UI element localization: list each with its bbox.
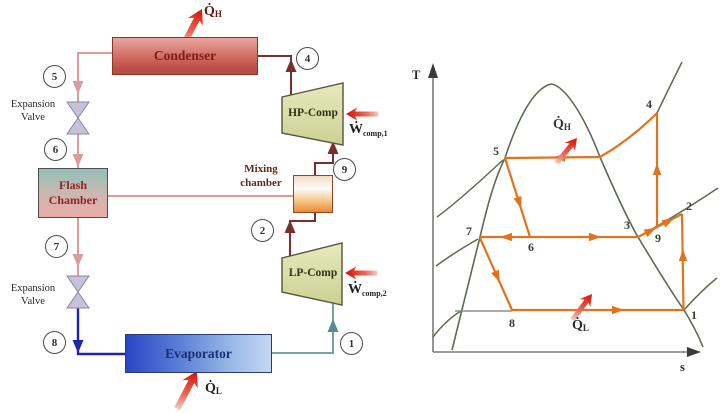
w-comp2-arrow: [345, 266, 378, 280]
mixing-chamber-label-line2: chamber: [240, 177, 282, 189]
ts-x-axis-arrowhead: [687, 347, 701, 357]
flash-chamber-label-line1: Flash: [58, 178, 87, 192]
state-circle-1: 1: [340, 332, 363, 355]
qh-heat-label: Q̇H: [204, 2, 222, 20]
ts-ql-symbol: Q̇: [572, 318, 583, 333]
w-comp1-symbol: Ẇ: [349, 122, 363, 137]
evaporator-box: Evaporator: [125, 334, 272, 373]
w-comp1-arrow: [346, 107, 379, 121]
expansion-valve-lower-label: Expansion Valve: [1, 283, 65, 308]
expansion-valve-upper-symbol: [66, 101, 90, 135]
qh-symbol: Q̇: [204, 4, 215, 19]
ts-point-6: 6: [528, 240, 534, 254]
ts-y-axis-arrowhead: [428, 63, 438, 78]
ql-heat-arrow: [174, 371, 198, 411]
evaporator-label: Evaporator: [165, 345, 232, 361]
hp-compressor-label: HP-Comp: [288, 107, 338, 119]
lp-compressor-body: [281, 242, 343, 306]
ts-point-5: 5: [493, 144, 499, 158]
mixing-chamber-box: [293, 175, 333, 213]
ts-qh-symbol: Q̇: [553, 117, 564, 132]
ts-point-7: 7: [466, 224, 472, 238]
ts-point-2: 2: [686, 199, 692, 213]
pipe-low-liquid-navy: [76, 308, 125, 356]
w-comp1-label: Ẇcomp,1: [349, 120, 388, 138]
ts-point-1: 1: [691, 308, 697, 322]
ts-ql-arrow: [570, 294, 592, 322]
ts-ql-label: Q̇L: [572, 316, 589, 334]
w-comp1-subscript: comp,1: [363, 129, 388, 138]
qh-subscript: H: [214, 9, 222, 19]
ts-point-8: 8: [509, 316, 515, 330]
ql-subscript: L: [215, 386, 222, 396]
ql-symbol: Q̇: [205, 381, 216, 396]
expansion-valve-lower-symbol: [66, 275, 90, 309]
pipe-suction-teal: [272, 301, 334, 354]
mixing-chamber-label-line1: Mixing: [244, 163, 278, 175]
ts-x-axis-label: s: [680, 360, 685, 374]
w-comp2-subscript: comp,2: [362, 289, 387, 298]
ts-point-4: 4: [646, 97, 652, 111]
lp-compressor-label: LP-Comp: [288, 267, 338, 279]
condenser-label: Condenser: [153, 48, 217, 63]
ts-y-axis-label: T: [412, 68, 421, 82]
state-circle-6: 6: [44, 138, 67, 161]
ts-qh-label: Q̇H: [553, 115, 571, 133]
ql-heat-label: Q̇L: [205, 379, 222, 397]
ts-qh-subscript: H: [563, 122, 571, 132]
expansion-valve-lower-line2: Valve: [21, 295, 45, 307]
hp-compressor-body: [281, 82, 344, 146]
mixing-chamber-label: Mixing chamber: [230, 162, 292, 190]
state-circle-2: 2: [251, 219, 274, 242]
w-comp2-symbol: Ẇ: [348, 282, 362, 297]
ts-axes: [432, 70, 696, 353]
state-circle-9: 9: [333, 158, 356, 181]
state-circle-4: 4: [296, 47, 319, 70]
state-circle-7: 7: [45, 235, 68, 258]
ts-point-3: 3: [624, 218, 630, 232]
state-circle-5: 5: [43, 65, 66, 88]
ts-ql-subscript: L: [582, 323, 589, 333]
flash-chamber-box: Flash Chamber: [38, 168, 108, 218]
expansion-valve-upper-line1: Expansion: [10, 99, 56, 110]
state-circle-8: 8: [43, 331, 66, 354]
pipe-flow-arrowheads: [72, 59, 339, 353]
expansion-valve-lower-line1: Expansion: [10, 283, 56, 294]
flash-chamber-label-line2: Chamber: [48, 193, 98, 207]
ts-qh-arrow: [554, 138, 577, 165]
condenser-box: Condenser: [112, 37, 258, 75]
ts-point-9: 9: [655, 231, 661, 245]
w-comp2-label: Ẇcomp,2: [348, 280, 387, 298]
expansion-valve-upper-label: Expansion Valve: [1, 99, 65, 124]
expansion-valve-upper-line2: Valve: [21, 111, 45, 123]
